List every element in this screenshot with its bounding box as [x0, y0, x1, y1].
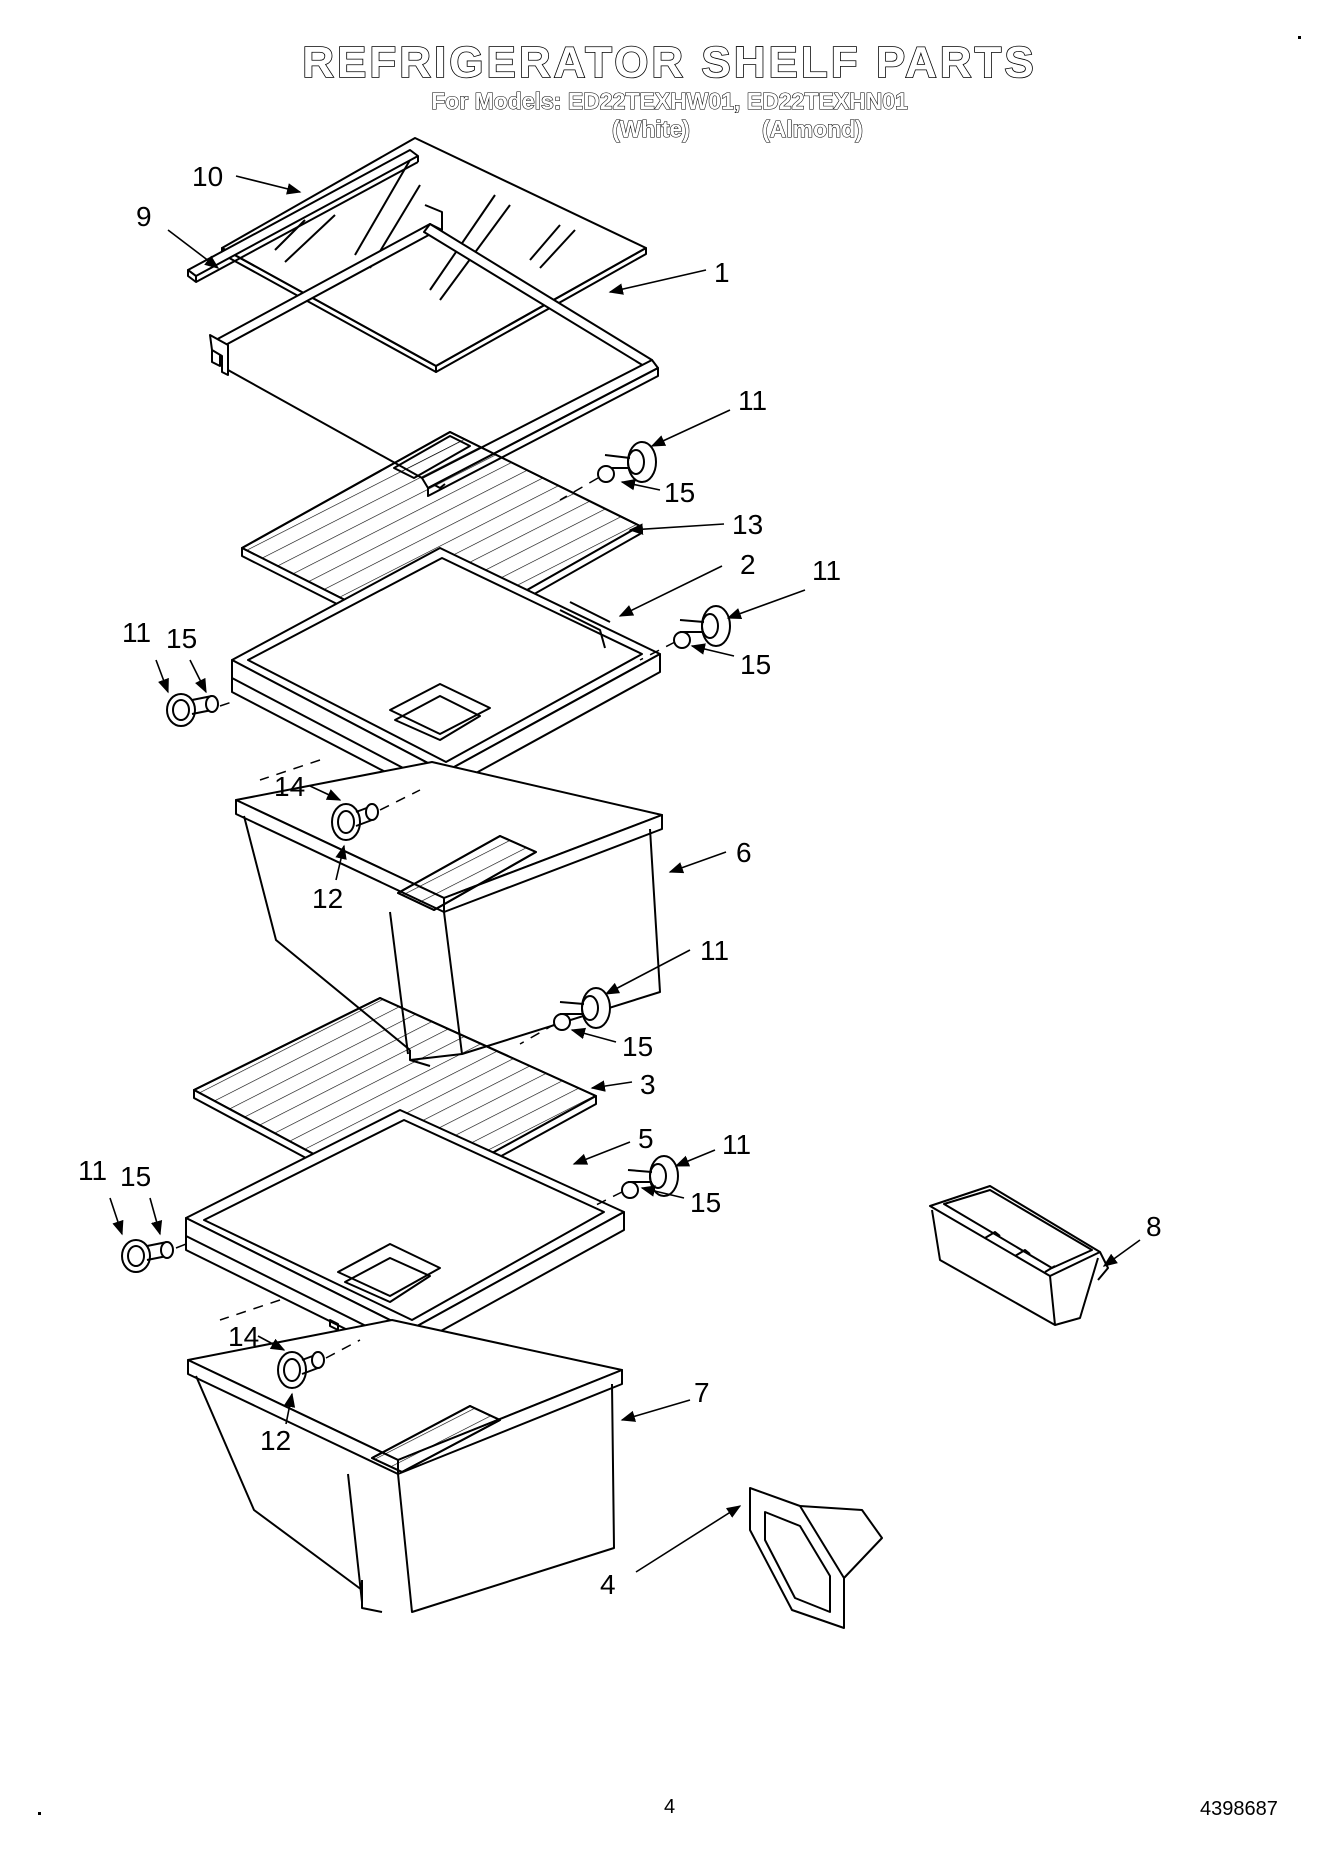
callout-15-f: 15 [120, 1161, 151, 1192]
callout-8: 8 [1146, 1211, 1162, 1242]
callout-15-c: 15 [166, 623, 197, 654]
page-dot [38, 1812, 41, 1815]
callout-3: 3 [640, 1069, 656, 1100]
page-number: 4 [664, 1796, 676, 1818]
fastener-group [121, 441, 731, 1389]
callout-14-b: 14 [228, 1321, 259, 1352]
callout-labels: 10 9 1 11 15 13 2 11 15 11 15 14 12 6 11… [78, 161, 1162, 1600]
storage-bin-part [929, 1185, 1109, 1326]
callout-7: 7 [694, 1377, 710, 1408]
callout-5: 5 [638, 1123, 654, 1154]
callout-15-d: 15 [622, 1031, 653, 1062]
callout-2: 2 [740, 549, 756, 580]
callout-12-b: 12 [260, 1425, 291, 1456]
callout-6: 6 [736, 837, 752, 868]
callout-15-e: 15 [690, 1187, 721, 1218]
crisper-cover-frame-upper [231, 547, 661, 791]
page-title: REFRIGERATOR SHELF PARTS [301, 37, 1037, 88]
bracket-part [749, 1487, 883, 1629]
alignment-lines [175, 477, 676, 1359]
callout-11-d: 11 [700, 935, 729, 966]
callout-arrows [109, 175, 1141, 1573]
callout-1: 1 [714, 257, 730, 288]
variant-white: (White) [611, 115, 690, 142]
crisper-cover-frame-lower [185, 1109, 625, 1349]
callout-11-e: 11 [722, 1129, 751, 1160]
callout-9: 9 [136, 201, 152, 232]
document-number: 4398687 [1200, 1798, 1278, 1820]
models-line: For Models: ED22TEXHW01, ED22TEXHN01 [431, 87, 909, 114]
callout-15-a: 15 [664, 477, 695, 508]
callout-10: 10 [192, 161, 223, 192]
glass-shelf-part [221, 137, 647, 373]
page-dot [1298, 36, 1301, 39]
callout-11-a: 11 [738, 385, 767, 416]
callout-11-c: 11 [122, 617, 151, 648]
callout-15-b: 15 [740, 649, 771, 680]
callout-13: 13 [732, 509, 763, 540]
callout-11-b: 11 [812, 555, 841, 586]
shelf-trim-part [187, 149, 419, 283]
variant-almond: (Almond) [761, 115, 863, 142]
callout-4: 4 [600, 1569, 616, 1600]
callout-11-f: 11 [78, 1155, 107, 1186]
callout-12-a: 12 [312, 883, 343, 914]
crisper-drawer-lower [187, 1319, 623, 1613]
callout-14-a: 14 [274, 771, 305, 802]
